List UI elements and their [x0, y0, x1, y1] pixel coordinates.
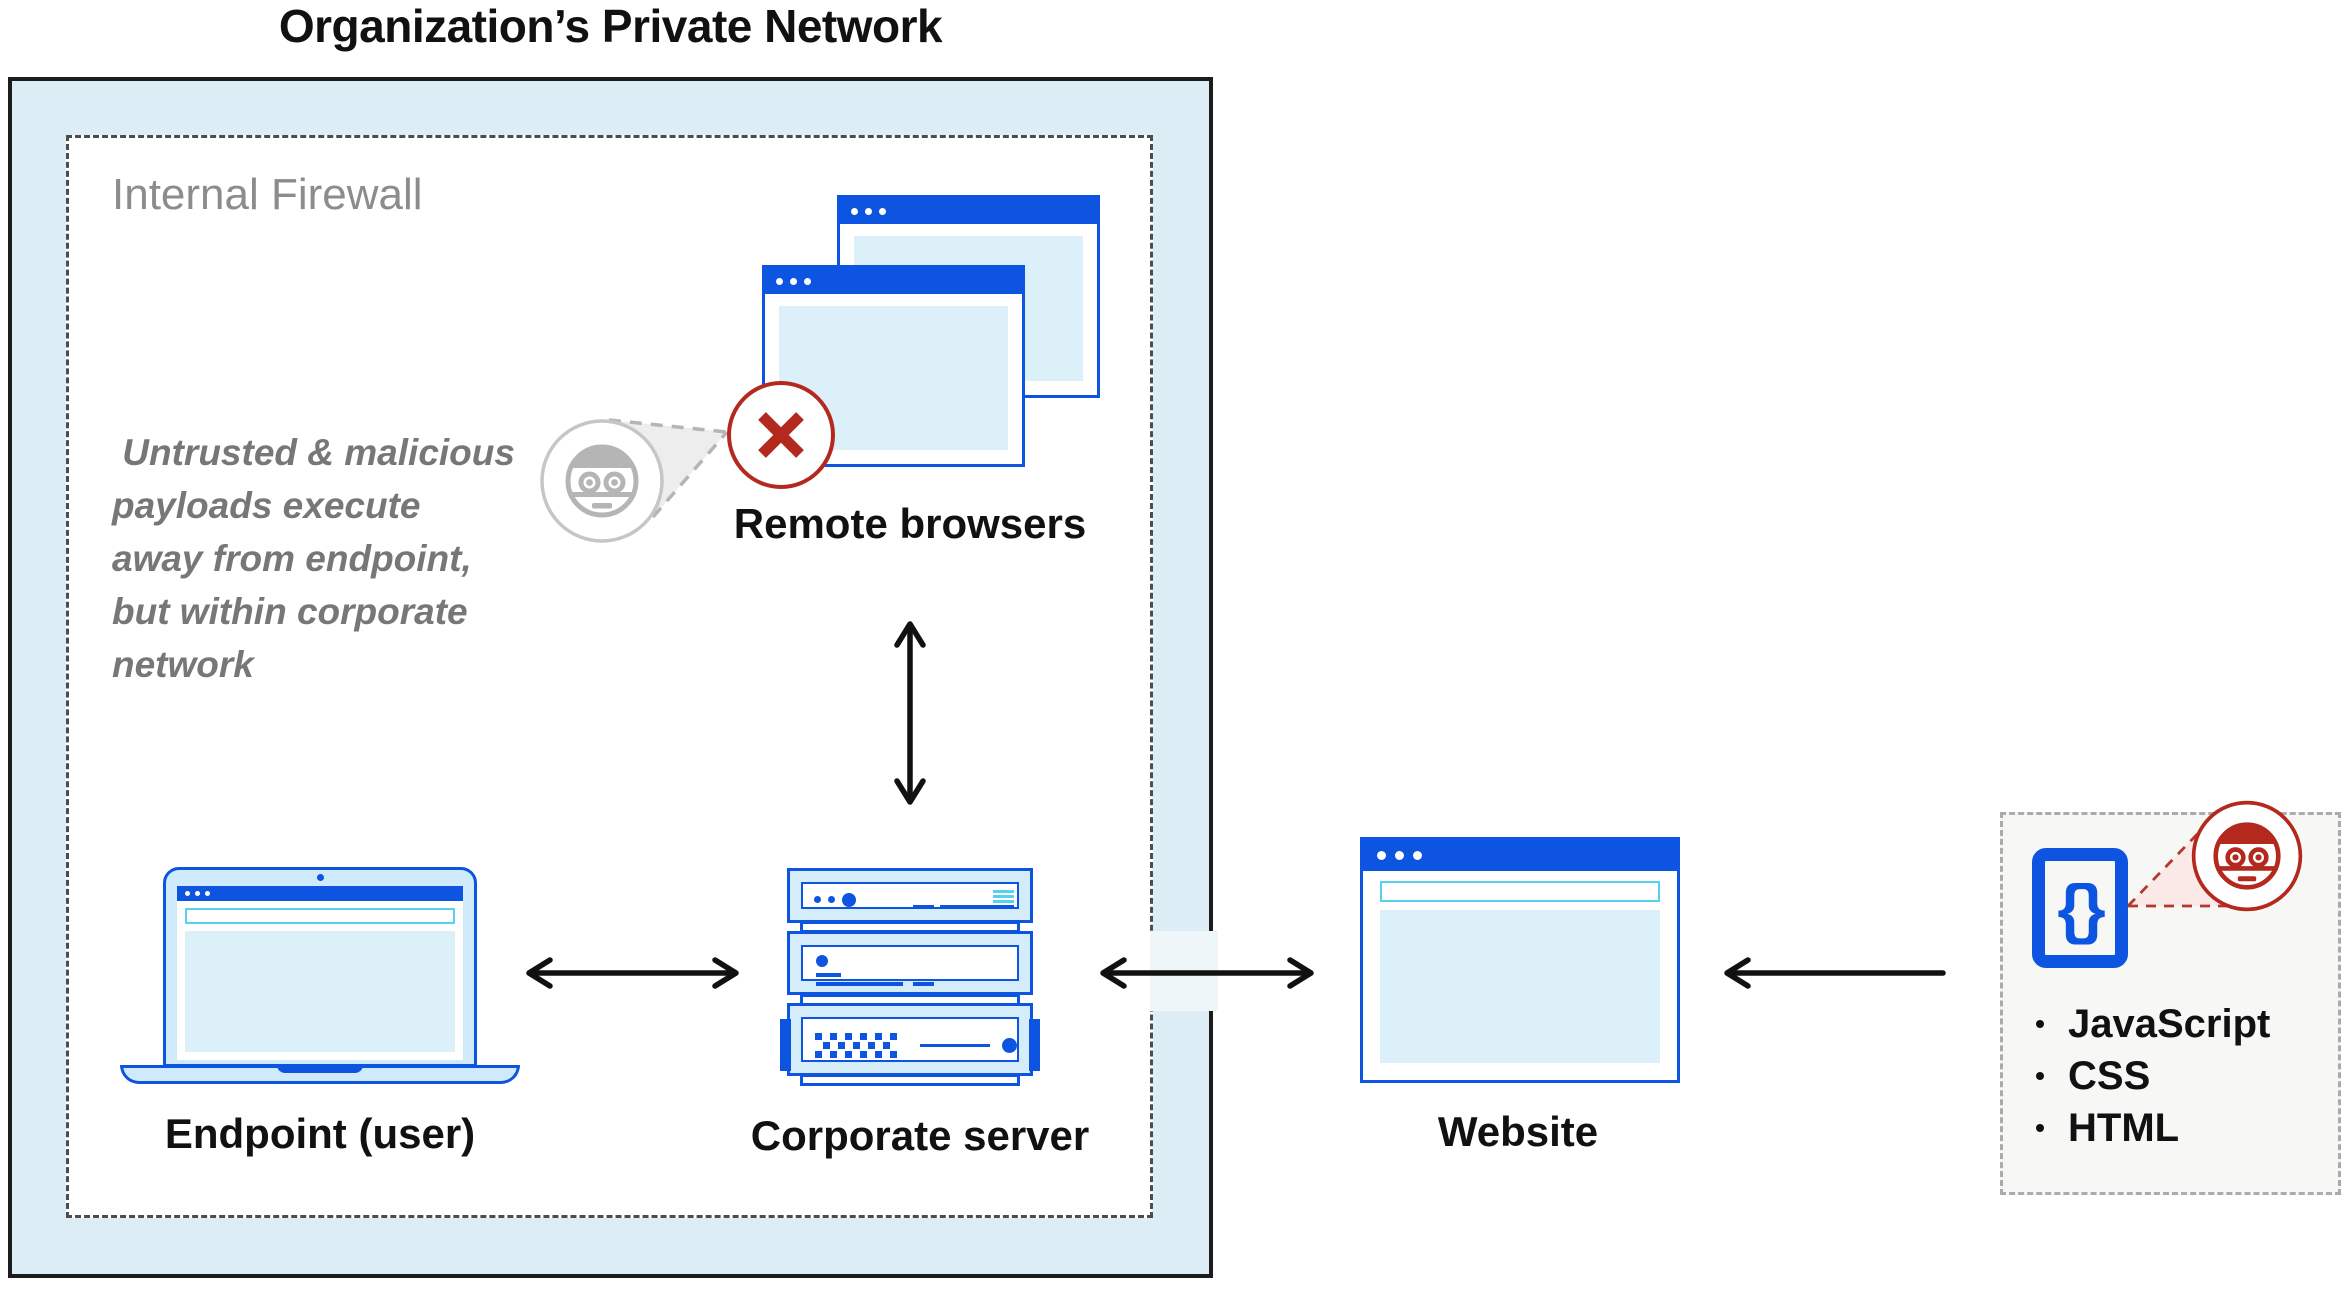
browser-titlebar — [840, 198, 1097, 224]
window-dot-icon — [1413, 851, 1422, 860]
payload-list: JavaScript CSS HTML — [2036, 998, 2270, 1154]
browser-viewport — [185, 931, 455, 1052]
server-panel — [801, 945, 1019, 986]
annotation-line: Untrusted & malicious — [112, 432, 515, 473]
website-label: Website — [1437, 1108, 1599, 1155]
server-line — [913, 982, 934, 986]
address-bar — [1380, 881, 1660, 902]
firewall-gap — [1150, 931, 1218, 1011]
server-line — [913, 905, 934, 909]
server-line — [993, 900, 1014, 903]
window-dot-icon — [804, 277, 811, 285]
browser-viewport — [779, 306, 1008, 450]
server-panel — [801, 882, 1019, 909]
server-led — [814, 896, 821, 903]
arrow-payload-website — [1724, 957, 1946, 989]
payload-item-label: JavaScript — [2068, 1001, 2271, 1046]
server-icon — [780, 868, 1040, 1088]
window-dot-icon — [776, 277, 783, 285]
bullet-icon — [2036, 1124, 2044, 1132]
server-led — [842, 893, 856, 907]
server-line — [816, 973, 841, 977]
annotation-line: away from endpoint, — [112, 538, 472, 579]
server-unit — [780, 1003, 1040, 1076]
annotation-text: Untrusted & malicious payloads execute a… — [112, 426, 515, 691]
internal-firewall-label: Internal Firewall — [112, 170, 423, 219]
server-line — [920, 1044, 990, 1047]
server-panel — [801, 1017, 1019, 1062]
server-line — [816, 982, 903, 986]
server-unit — [787, 868, 1033, 923]
endpoint-label: Endpoint (user) — [164, 1110, 476, 1157]
browser-titlebar — [1363, 840, 1677, 871]
browser-viewport — [1380, 910, 1660, 1063]
server-tab — [1029, 1019, 1040, 1071]
window-dot-icon — [195, 891, 200, 896]
corporate-server-label: Corporate server — [750, 1112, 1090, 1159]
window-dot-icon — [790, 277, 797, 285]
remote-browsers-label: Remote browsers — [733, 500, 1087, 547]
server-unit — [787, 931, 1033, 995]
server-line — [993, 895, 1014, 898]
server-tab — [780, 1019, 791, 1071]
list-item: HTML — [2036, 1102, 2270, 1154]
list-item: JavaScript — [2036, 998, 2270, 1050]
window-dot-icon — [1377, 851, 1386, 860]
window-dot-icon — [879, 207, 886, 215]
browser-window-icon — [762, 265, 1025, 467]
code-braces-glyph: {} — [2057, 871, 2105, 945]
window-dot-icon — [1395, 851, 1404, 860]
website-window-icon — [1360, 837, 1680, 1083]
annotation-line: network — [112, 644, 254, 685]
bullet-icon — [2036, 1020, 2044, 1028]
server-led — [816, 955, 828, 967]
bullet-icon — [2036, 1072, 2044, 1080]
browser-titlebar — [765, 268, 1022, 294]
payload-item-label: CSS — [2068, 1053, 2151, 1098]
payload-item-label: HTML — [2068, 1105, 2180, 1150]
address-bar — [185, 908, 455, 924]
diagram-title: Organization’s Private Network — [278, 0, 943, 52]
server-line — [993, 890, 1014, 893]
code-icon: {} — [2032, 848, 2128, 968]
browser-titlebar — [177, 886, 463, 901]
annotation-line: but within corporate — [112, 591, 468, 632]
server-checker-pattern — [815, 1033, 897, 1058]
laptop-notch — [277, 1065, 363, 1073]
laptop-camera-dot — [317, 874, 324, 881]
server-led — [1002, 1038, 1017, 1053]
server-led — [828, 896, 835, 903]
server-line — [940, 905, 1014, 909]
window-dot-icon — [865, 207, 872, 215]
annotation-line: payloads execute — [112, 485, 421, 526]
window-dot-icon — [205, 891, 210, 896]
list-item: CSS — [2036, 1050, 2270, 1102]
laptop-screen — [177, 886, 463, 1060]
window-dot-icon — [851, 207, 858, 215]
window-dot-icon — [185, 891, 190, 896]
